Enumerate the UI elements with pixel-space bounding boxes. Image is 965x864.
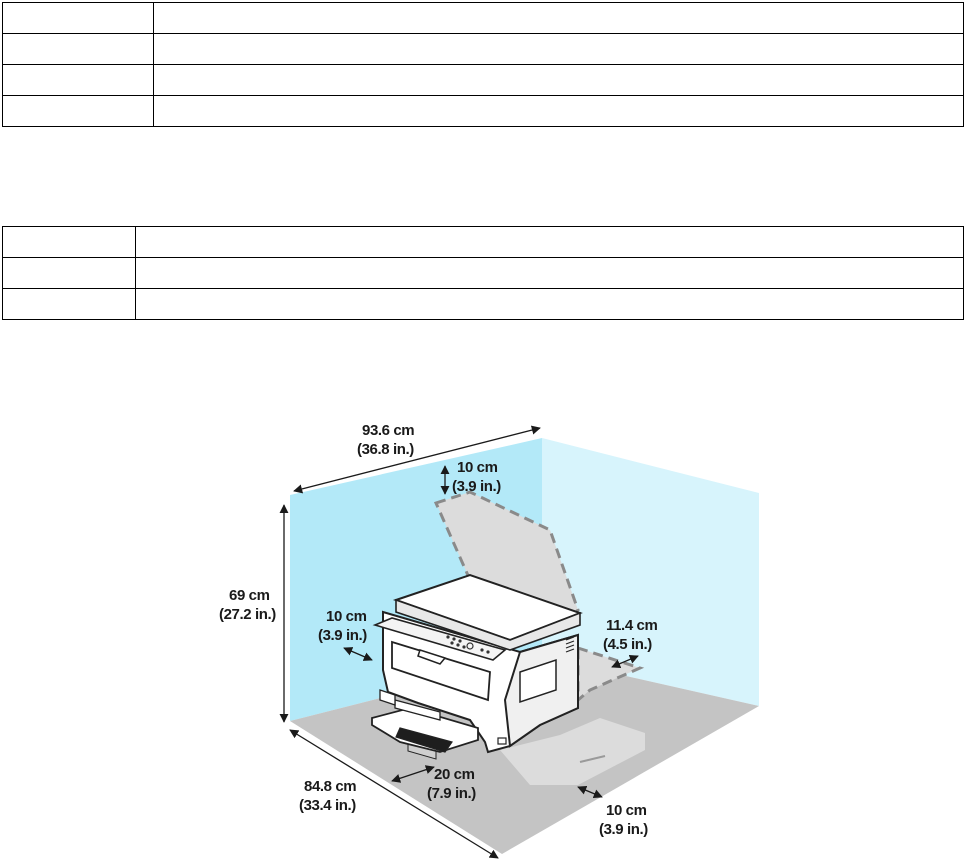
table-row <box>2 95 964 127</box>
table-cell <box>153 64 964 96</box>
scanner-base <box>395 598 581 651</box>
top-clearance-imperial-label: (3.9 in.) <box>452 478 501 495</box>
front-clearance-imperial-label: (7.9 in.) <box>427 785 476 802</box>
table-cell <box>135 257 964 289</box>
table-cell <box>2 257 136 289</box>
control-panel <box>372 617 507 661</box>
keypad <box>446 635 490 654</box>
right-clearance-imperial-label: (4.5 in.) <box>603 636 652 653</box>
table-cell <box>2 288 136 320</box>
output-stop <box>417 649 447 665</box>
table-row <box>2 257 964 289</box>
depth-metric-label: 84.8 cm <box>304 778 356 795</box>
table-row <box>2 64 964 96</box>
side-panel-grip <box>519 658 557 704</box>
table-cell <box>2 95 154 127</box>
front-clearance-zone <box>500 718 645 785</box>
depth-imperial-label: (33.4 in.) <box>299 797 356 814</box>
spec-table-2 <box>2 226 964 320</box>
back-clearance-imperial-label: (3.9 in.) <box>599 821 648 838</box>
right-clearance-arrow <box>611 655 639 668</box>
right-clearance-metric-label: 11.4 cm <box>606 617 657 634</box>
width-dimension-line <box>293 425 541 494</box>
table-cell <box>153 95 964 127</box>
right-wall <box>542 438 759 706</box>
table-row <box>2 226 964 258</box>
left-clearance-arrow <box>343 647 373 661</box>
spec-table-1 <box>2 2 964 127</box>
height-metric-label: 69 cm <box>229 587 270 604</box>
back-clearance-metric-label: 10 cm <box>606 802 647 819</box>
table-cell <box>135 288 964 320</box>
front-clearance-arrow <box>391 765 435 783</box>
table-cell <box>2 226 136 258</box>
left-clearance-metric-label: 10 cm <box>326 608 367 625</box>
back-clearance-arrow <box>577 785 603 799</box>
left-clearance-imperial-label: (3.9 in.) <box>318 627 367 644</box>
table-row <box>2 288 964 320</box>
height-imperial-label: (27.2 in.) <box>219 606 276 623</box>
power-switch <box>497 737 507 745</box>
output-opening <box>391 640 491 702</box>
depth-dimension-line <box>289 729 499 859</box>
width-imperial-label: (36.8 in.) <box>357 441 414 458</box>
side-vent <box>565 636 575 653</box>
front-zone-slot <box>579 755 606 763</box>
width-metric-label: 93.6 cm <box>362 422 414 439</box>
table-cell <box>2 33 154 65</box>
front-feet <box>379 689 396 706</box>
front-clearance-metric-label: 20 cm <box>434 766 475 783</box>
top-clearance-metric-label: 10 cm <box>457 459 498 476</box>
